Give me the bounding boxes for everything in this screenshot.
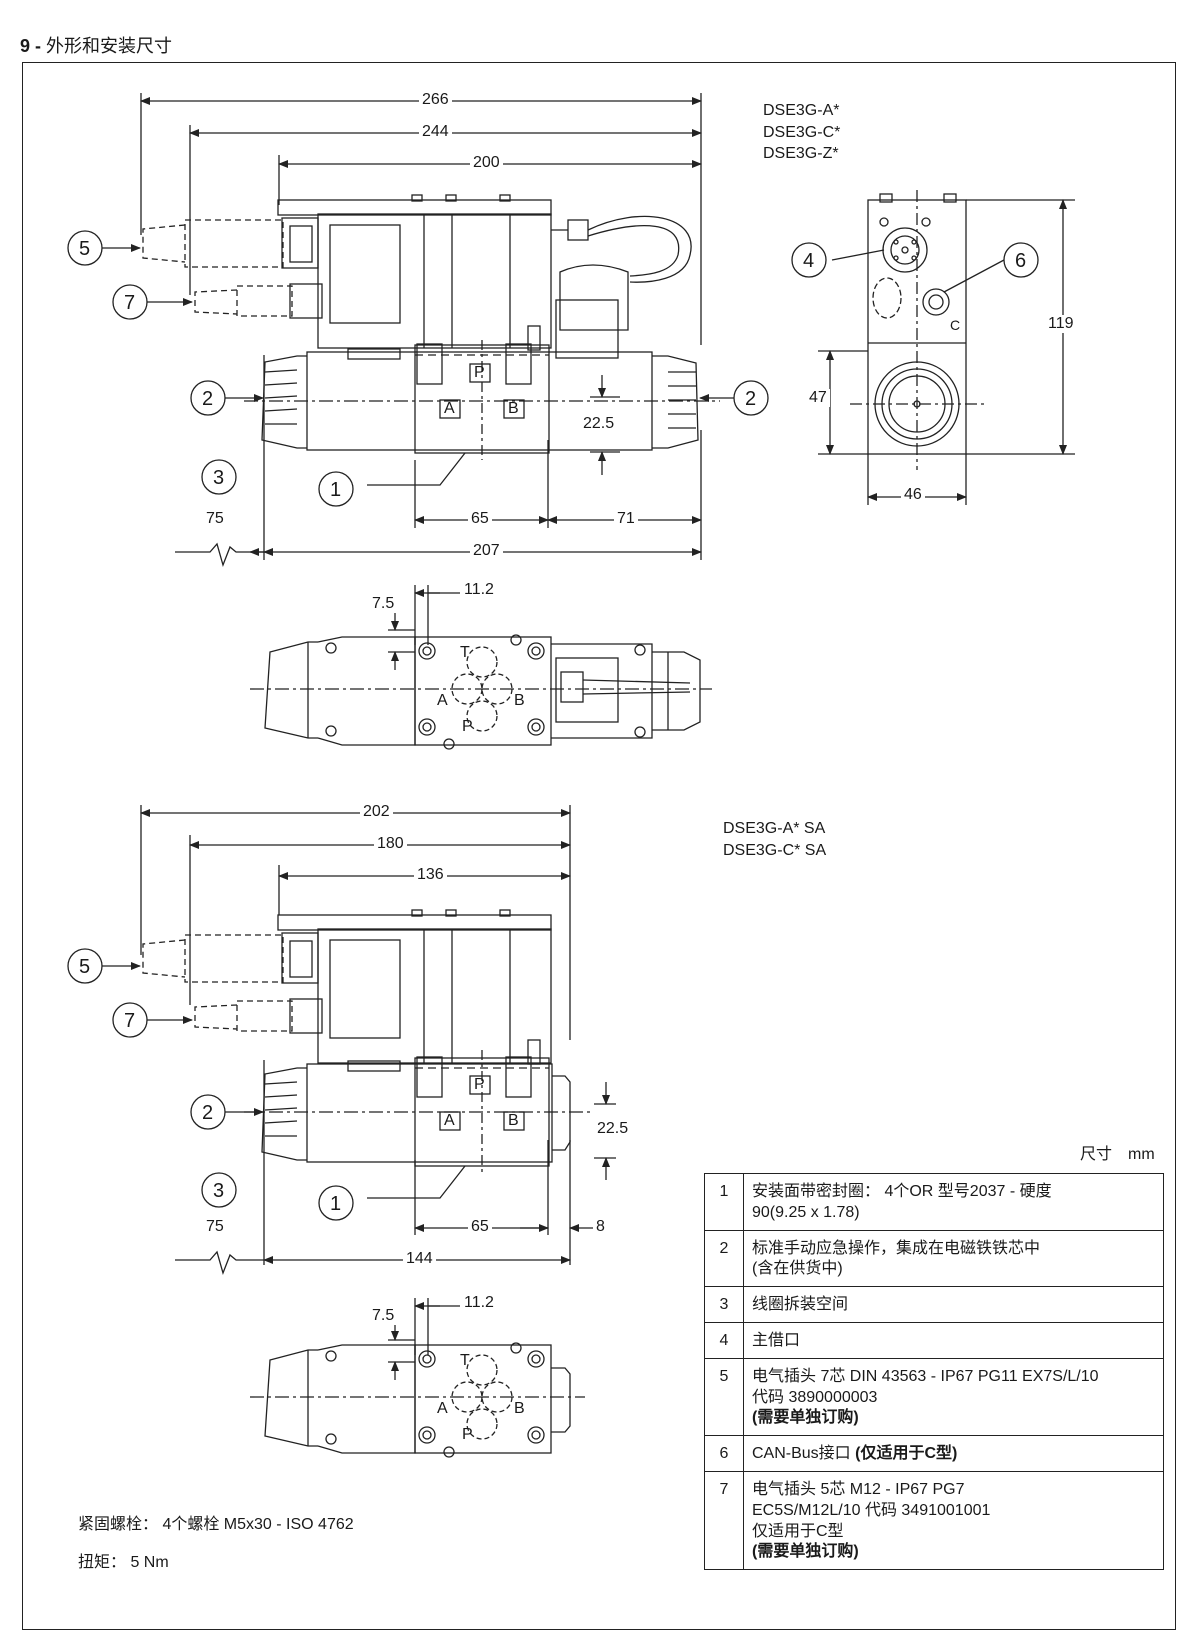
dim-202: 202 [360, 803, 393, 821]
legend-text: CAN-Bus接口 (仅适用于C型) [743, 1435, 1164, 1472]
callout-2-top-left: 2 [202, 388, 214, 410]
legend-text: 主借口 [743, 1321, 1164, 1359]
legend-number: 6 [704, 1435, 744, 1472]
model-list-top: DSE3G-A* DSE3G-C* DSE3G-Z* [763, 100, 840, 165]
legend-number: 2 [704, 1229, 744, 1288]
port-p-bottom: P [474, 1076, 485, 1093]
port-a-plan-bottom: A [437, 1400, 448, 1417]
callout-5-bottom: 5 [79, 956, 91, 978]
legend-row: 4 主借口 [704, 1321, 1164, 1359]
section-title: 外形和安装尺寸 [46, 36, 173, 56]
port-c-label: C [950, 317, 961, 333]
dim-75-top: 75 [203, 510, 227, 528]
port-b-bottom: B [508, 1112, 519, 1129]
port-b-top: B [508, 400, 519, 417]
top-plan-view [250, 585, 712, 750]
model-code: DSE3G-C* [763, 123, 841, 141]
legend-number: 3 [704, 1286, 744, 1323]
legend-row: 3 线圈拆装空间 [704, 1286, 1164, 1323]
section-heading: 9 - 外形和安装尺寸 [20, 32, 172, 58]
model-code: DSE3G-C* SA [723, 841, 827, 859]
callout-7-top: 7 [124, 292, 136, 314]
model-list-bottom: DSE3G-A* SA DSE3G-C* SA [723, 818, 826, 861]
model-code: DSE3G-Z* [763, 145, 839, 163]
callout-2-bottom: 2 [202, 1102, 214, 1124]
port-p-top: P [474, 364, 485, 381]
legend-row: 6 CAN-Bus接口 (仅适用于C型) [704, 1435, 1164, 1472]
model-code: DSE3G-A* [763, 102, 840, 119]
dim-8: 8 [593, 1218, 608, 1236]
port-t-plan-bottom: T [460, 1352, 470, 1369]
legend-number: 1 [704, 1173, 744, 1231]
dim-47: 47 [806, 389, 830, 407]
port-a-bottom: A [444, 1112, 455, 1129]
dim-180: 180 [374, 835, 407, 853]
bottom-side-view [140, 805, 616, 1276]
legend-number: 5 [704, 1357, 744, 1437]
callout-5-top: 5 [79, 238, 91, 260]
port-t-plan-top: T [460, 644, 470, 661]
callout-1-bottom: 1 [330, 1193, 342, 1215]
callout-6: 6 [1015, 250, 1027, 272]
dim-11-2-bottom: 11.2 [461, 1294, 497, 1312]
model-code: DSE3G-A* SA [723, 820, 826, 837]
bolts-note: 紧固螺栓： 4个螺栓 M5x30 - ISO 4762 [78, 1516, 354, 1533]
port-a-top: A [444, 400, 455, 417]
callout-3-top: 3 [213, 467, 225, 489]
dim-144: 144 [403, 1250, 436, 1268]
dim-136: 136 [414, 866, 447, 884]
bottom-plan-view [250, 1298, 585, 1458]
callout-3-bottom: 3 [213, 1180, 225, 1202]
drawing-frame [22, 62, 1176, 1630]
top-side-view [140, 93, 720, 568]
dim-65-top: 65 [468, 510, 492, 528]
top-end-view [818, 190, 1075, 505]
legend-row: 5 电气插头 7芯 DIN 43563 - IP67 PG11 EX7S/L/1… [704, 1357, 1164, 1437]
callout-2-top-right: 2 [745, 388, 757, 410]
dim-207: 207 [470, 542, 503, 560]
dim-119: 119 [1045, 315, 1077, 333]
dim-22-5-top: 22.5 [580, 415, 618, 433]
port-b-plan-bottom: B [514, 1400, 525, 1417]
torque-note: 扭矩： 5 Nm [78, 1554, 169, 1571]
dim-46: 46 [901, 486, 925, 504]
dim-71: 71 [614, 510, 638, 528]
dim-266: 266 [419, 91, 452, 109]
dim-65-bottom: 65 [468, 1218, 492, 1236]
port-a-plan-top: A [437, 692, 448, 709]
legend-text: 线圈拆装空间 [743, 1286, 1164, 1323]
callout-4: 4 [803, 250, 815, 272]
legend-row: 2 标准手动应急操作，集成在电磁铁铁芯中(含在供货中) [704, 1229, 1164, 1288]
legend-text: 标准手动应急操作，集成在电磁铁铁芯中(含在供货中) [743, 1229, 1164, 1288]
dim-22-5-bottom: 22.5 [594, 1120, 632, 1138]
dim-244: 244 [419, 123, 452, 141]
section-number: 9 - [20, 36, 42, 56]
dim-11-2-top: 11.2 [461, 581, 497, 599]
dim-200: 200 [470, 154, 503, 172]
legend-number: 7 [704, 1470, 744, 1571]
callout-circles [67, 230, 1039, 1221]
legend-number: 4 [704, 1321, 744, 1359]
callout-7-bottom: 7 [124, 1010, 136, 1032]
port-p-plan-top: P [462, 718, 473, 735]
port-b-plan-top: B [514, 692, 525, 709]
callout-1-top: 1 [330, 479, 342, 501]
dim-7-5-top: 7.5 [369, 595, 398, 613]
units-label: 尺寸 mm [1080, 1146, 1155, 1163]
port-p-plan-bottom: P [462, 1426, 473, 1443]
dim-7-5-bottom: 7.5 [369, 1307, 398, 1325]
dim-75-bottom: 75 [203, 1218, 227, 1236]
